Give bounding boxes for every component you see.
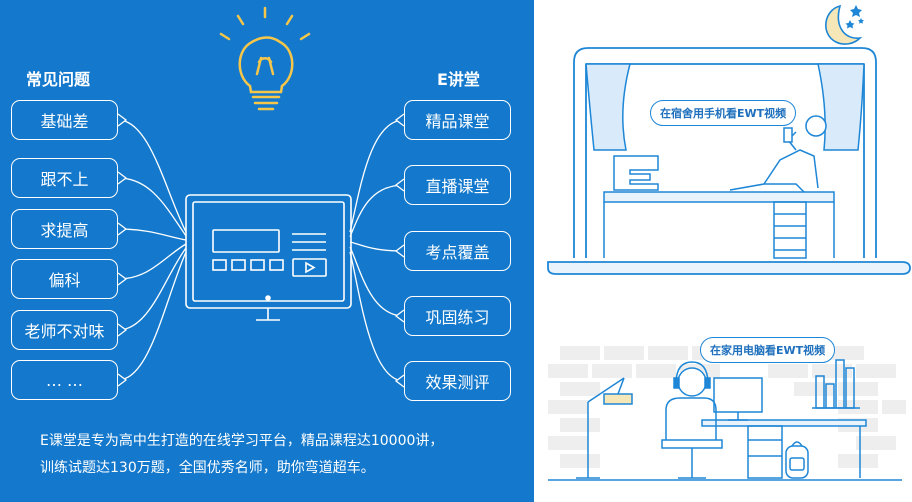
problem-pill: … … <box>11 360 118 400</box>
connector-lines <box>117 6 405 388</box>
problem-pill: 求提高 <box>11 209 118 249</box>
headphones-icon <box>673 361 711 397</box>
lightbulb-icon <box>219 6 311 111</box>
problem-pill: 偏科 <box>11 259 118 299</box>
platform-description: E课堂是专为高中生打造的在线学习平台，精品课程达10000讲， 训练试题达130… <box>40 428 510 482</box>
feature-pill: 效果测评 <box>404 361 511 401</box>
illustration-panel: 在宿舍用手机看EWT视频 在家用电脑看EWT视频 <box>534 0 912 502</box>
monitor-icon <box>185 194 352 321</box>
problem-pill: 基础差 <box>11 100 118 140</box>
star-icon <box>845 5 864 29</box>
feature-pill: 巩固练习 <box>404 296 511 336</box>
moon-icon <box>825 4 863 45</box>
feature-pill: 直播课堂 <box>404 165 511 205</box>
ecourse-panel: 常见问题 E讲堂 基础差 跟不上 求提高 偏科 老师不对味 … … 精品课堂 直… <box>0 0 534 502</box>
problem-pill: 跟不上 <box>11 158 118 198</box>
problem-pill: 老师不对味 <box>11 310 118 350</box>
home-caption-bubble: 在家用电脑看EWT视频 <box>700 337 836 363</box>
ecourse-heading: E讲堂 <box>437 70 480 89</box>
description-line: 训练试题达130万题，全国优秀名师，助你弯道超车。 <box>40 460 375 476</box>
play-icon <box>305 261 316 274</box>
feature-pill: 考点覆盖 <box>404 231 511 271</box>
lamp-icon <box>576 377 633 479</box>
problems-heading: 常见问题 <box>26 70 91 89</box>
description-line: E课堂是专为高中生打造的在线学习平台，精品课程达10000讲， <box>40 433 444 449</box>
backpack-icon <box>785 441 809 479</box>
dorm-caption-bubble: 在宿舍用手机看EWT视频 <box>650 100 797 126</box>
scene-illustration <box>547 4 911 481</box>
feature-pill: 精品课堂 <box>404 100 511 140</box>
